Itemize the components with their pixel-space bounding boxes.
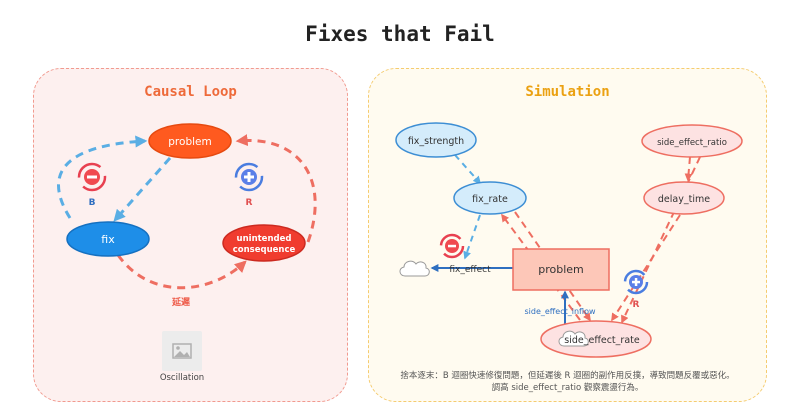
node-problem (148, 123, 232, 159)
node-fix-label: fix (101, 233, 115, 246)
loop-r-label: R (246, 198, 253, 208)
side-effect-inflow-label: side_effect_inflow (524, 307, 596, 316)
reinforcing-loop-icon (234, 162, 264, 192)
node-unintended-label-1: unintended (237, 234, 292, 244)
sim-loop-r-label: R (633, 300, 640, 310)
side-effect-rate-label: side_effect_rate (564, 335, 640, 346)
loop-b-label: B (89, 198, 96, 208)
node-side-effect-rate (540, 320, 652, 358)
cloud-source-icon (558, 330, 589, 347)
sim-balancing-loop-icon (439, 233, 465, 259)
simulation-heading: Simulation (525, 84, 610, 100)
edge-strength-to-rate (454, 154, 482, 185)
node-unintended-consequence (222, 224, 306, 262)
edge-rate-to-effect (463, 214, 481, 260)
stock-problem-label: problem (538, 263, 584, 276)
oscillation-image (162, 331, 202, 371)
note-line-1: 捨本逐末：B 迴圈快速修復問題，但延遲後 R 迴圈的副作用反撲，導致問題反覆或惡… (400, 371, 735, 381)
oscillation-caption: Oscillation (159, 373, 205, 383)
node-fix (66, 221, 150, 257)
causal-loop-heading: Causal Loop (144, 84, 237, 100)
simulation-note: 捨本逐末：B 迴圈快速修復問題，但延遲後 R 迴圈的副作用反撲，導致問題反覆或惡… (368, 370, 767, 394)
balancing-loop-icon (77, 162, 107, 192)
edge-fix-to-unintended (116, 254, 247, 290)
fix-effect-label: fix_effect (449, 265, 491, 275)
fix-strength-label: fix_strength (408, 136, 464, 147)
note-line-2: 調高 side_effect_ratio 觀察震盪行為。 (491, 383, 644, 393)
edge-unintended-to-problem (235, 134, 317, 243)
edge-ratio-to-delay (684, 156, 693, 182)
image-placeholder-icon (172, 343, 192, 359)
edge-problem-to-fix (113, 157, 172, 222)
stock-problem (512, 248, 610, 291)
side-effect-ratio-label: side_effect_ratio (657, 138, 727, 148)
node-side-effect-ratio (641, 124, 743, 158)
node-fix-strength (395, 122, 477, 158)
node-unintended-label-2: consequence (233, 245, 296, 255)
sim-reinforcing-loop-icon (623, 269, 649, 295)
delay-label: 延遲 (171, 296, 190, 308)
fix-rate-label: fix_rate (472, 194, 508, 205)
node-problem-label: problem (168, 136, 211, 148)
edge-fix-to-problem (57, 135, 148, 219)
delay-time-label: delay_time (658, 194, 710, 205)
edge-delay-to-side-effect (611, 214, 681, 322)
node-fix-rate (453, 181, 527, 215)
diagram-title: Fixes that Fail (305, 22, 495, 46)
node-delay-time (643, 181, 725, 215)
cloud-sink-icon (399, 260, 430, 277)
